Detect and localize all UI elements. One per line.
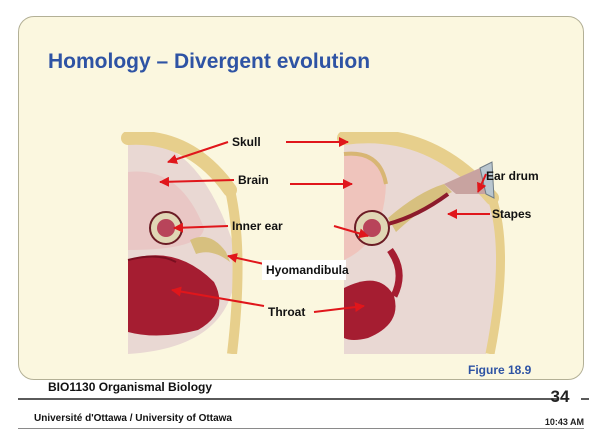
figure-caption: Figure 18.9: [468, 363, 531, 377]
university-name: Université d'Ottawa / University of Otta…: [34, 413, 232, 424]
homology-figure: Skull Brain Inner ear Hyomandibula Throa…: [118, 132, 550, 354]
footer-divider-tail: [581, 398, 589, 400]
course-name: BIO1130 Organismal Biology: [48, 380, 212, 394]
footer-divider: [18, 398, 558, 400]
ear-drum-label: Ear drum: [486, 169, 539, 183]
stapes-label: Stapes: [492, 207, 532, 221]
hyomandibula-label: Hyomandibula: [266, 263, 349, 277]
inner-ear-label: Inner ear: [232, 219, 283, 233]
footer-baseline: [18, 428, 584, 429]
slide-number: 34: [540, 387, 580, 407]
timestamp: 10:43 AM: [530, 417, 584, 427]
skull-label: Skull: [232, 135, 261, 149]
slide-title: Homology – Divergent evolution: [48, 50, 370, 74]
brain-label: Brain: [238, 173, 269, 187]
throat-label: Throat: [268, 305, 305, 319]
fish-head-illustration: [128, 138, 238, 354]
tetrapod-head-illustration: [344, 136, 503, 354]
